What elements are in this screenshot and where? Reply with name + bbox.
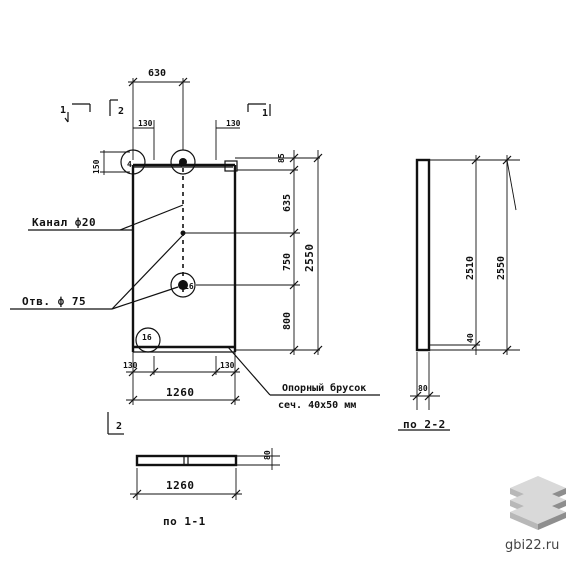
bottom-width-dim <box>126 395 240 405</box>
section22-width: 80 <box>418 384 428 393</box>
circle-label-3: 16 <box>184 282 194 291</box>
hole-callout <box>10 234 184 310</box>
right-dim-635: 635 <box>282 194 293 212</box>
top-small: 150 <box>92 159 101 174</box>
hole-circle-mid <box>170 272 196 298</box>
section-marker-bottom <box>107 412 124 435</box>
hole-circle-bottom <box>135 327 161 353</box>
circle-label-4: 16 <box>142 333 152 342</box>
top-offset-right: 130 <box>226 119 241 128</box>
section-mark-2-top: 2 <box>118 106 124 117</box>
panel-outline <box>131 160 238 353</box>
section11-body <box>135 454 238 467</box>
bottom-right-offset: 130 <box>220 361 235 370</box>
right-dimension-chain <box>289 150 323 355</box>
bottom-left-offset: 130 <box>123 361 138 370</box>
section-mark-1-left: 1 <box>60 105 66 116</box>
extension-lines <box>183 157 320 351</box>
circle-label-1: 4 <box>127 160 132 169</box>
support-label-1: Опорный брусок <box>282 382 366 394</box>
section-2-2 <box>398 155 520 431</box>
section-markers-top <box>64 99 271 123</box>
channel-callout <box>28 204 184 231</box>
section22-caption: по 2-2 <box>403 418 446 431</box>
section22-bottom: 40 <box>466 333 475 343</box>
section22-height-total: 2550 <box>496 256 507 280</box>
bottom-width: 1260 <box>166 386 195 399</box>
section11-height: 80 <box>263 450 272 460</box>
channel-label: Канал ф20 <box>32 216 96 229</box>
support-callout <box>227 346 380 396</box>
right-total: 2550 <box>303 244 316 273</box>
corner-block <box>224 160 238 172</box>
right-dim-750: 750 <box>282 253 293 271</box>
watermark-text: gbi22.ru <box>505 538 560 553</box>
section11-caption: по 1-1 <box>163 515 206 528</box>
section22-height-inner: 2510 <box>465 256 476 280</box>
section-1-1 <box>130 448 280 500</box>
support-label-2: сеч. 40х50 мм <box>278 400 356 411</box>
watermark-logo-icon <box>510 476 566 530</box>
top-dimension <box>128 77 190 160</box>
top-offset-dims <box>133 120 240 160</box>
bottom-offset-dims <box>126 352 240 405</box>
section11-width: 1260 <box>166 479 195 492</box>
top-offset-left: 130 <box>138 119 153 128</box>
hole-label: Отв. ф 75 <box>22 295 86 308</box>
circle-label-2: 4 <box>178 160 183 169</box>
hole-fill <box>178 280 188 290</box>
section-mark-2-bottom: 2 <box>116 421 122 432</box>
left-small-dim <box>100 150 130 175</box>
top-width: 630 <box>148 68 166 79</box>
section22-body <box>415 158 431 352</box>
right-dim-800: 800 <box>282 312 293 330</box>
right-dim-top: 85 <box>277 153 286 163</box>
section-mark-1-right: 1 <box>262 108 268 119</box>
